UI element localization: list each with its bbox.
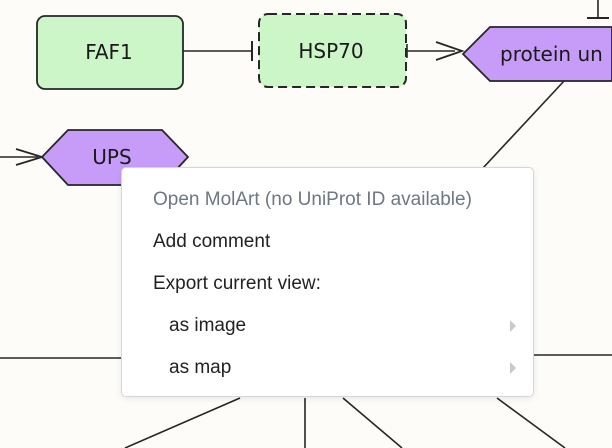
node-protein-shape (461, 26, 612, 82)
chevron-right-icon (510, 362, 516, 374)
node-faf1-label: FAF1 (85, 40, 133, 64)
menu-item-label: as map (169, 357, 232, 378)
node-hsp70[interactable]: HSP70 (258, 13, 407, 88)
node-hsp70-shape (258, 13, 407, 88)
menu-item-add-comment[interactable]: Add comment (153, 231, 271, 252)
node-faf1-shape (36, 15, 184, 90)
edge-bottom-1[interactable] (124, 397, 241, 448)
menu-item-export-as-map[interactable]: as map (122, 347, 533, 389)
node-ups-label: UPS (92, 145, 131, 169)
edge-protein-down[interactable] (482, 79, 566, 169)
menu-item-export-current-view[interactable]: Export current view: (153, 273, 321, 294)
node-hsp70-label: HSP70 (298, 39, 363, 63)
menu-item-label: as image (169, 315, 247, 336)
edge-bottom-3[interactable] (342, 397, 403, 448)
node-faf1[interactable]: FAF1 (36, 15, 184, 90)
context-menu: Open MolArt (no UniProt ID available) Ad… (121, 167, 534, 397)
chevron-right-icon (510, 320, 516, 332)
arrowhead-icon (435, 41, 465, 61)
menu-item-export-as-image[interactable]: as image (122, 305, 533, 347)
node-protein[interactable]: protein un (461, 26, 612, 82)
edge-bottom-4[interactable] (496, 397, 566, 448)
node-protein-label: protein un (500, 42, 603, 66)
menu-item-open-molart[interactable]: Open MolArt (no UniProt ID available) (153, 189, 472, 210)
